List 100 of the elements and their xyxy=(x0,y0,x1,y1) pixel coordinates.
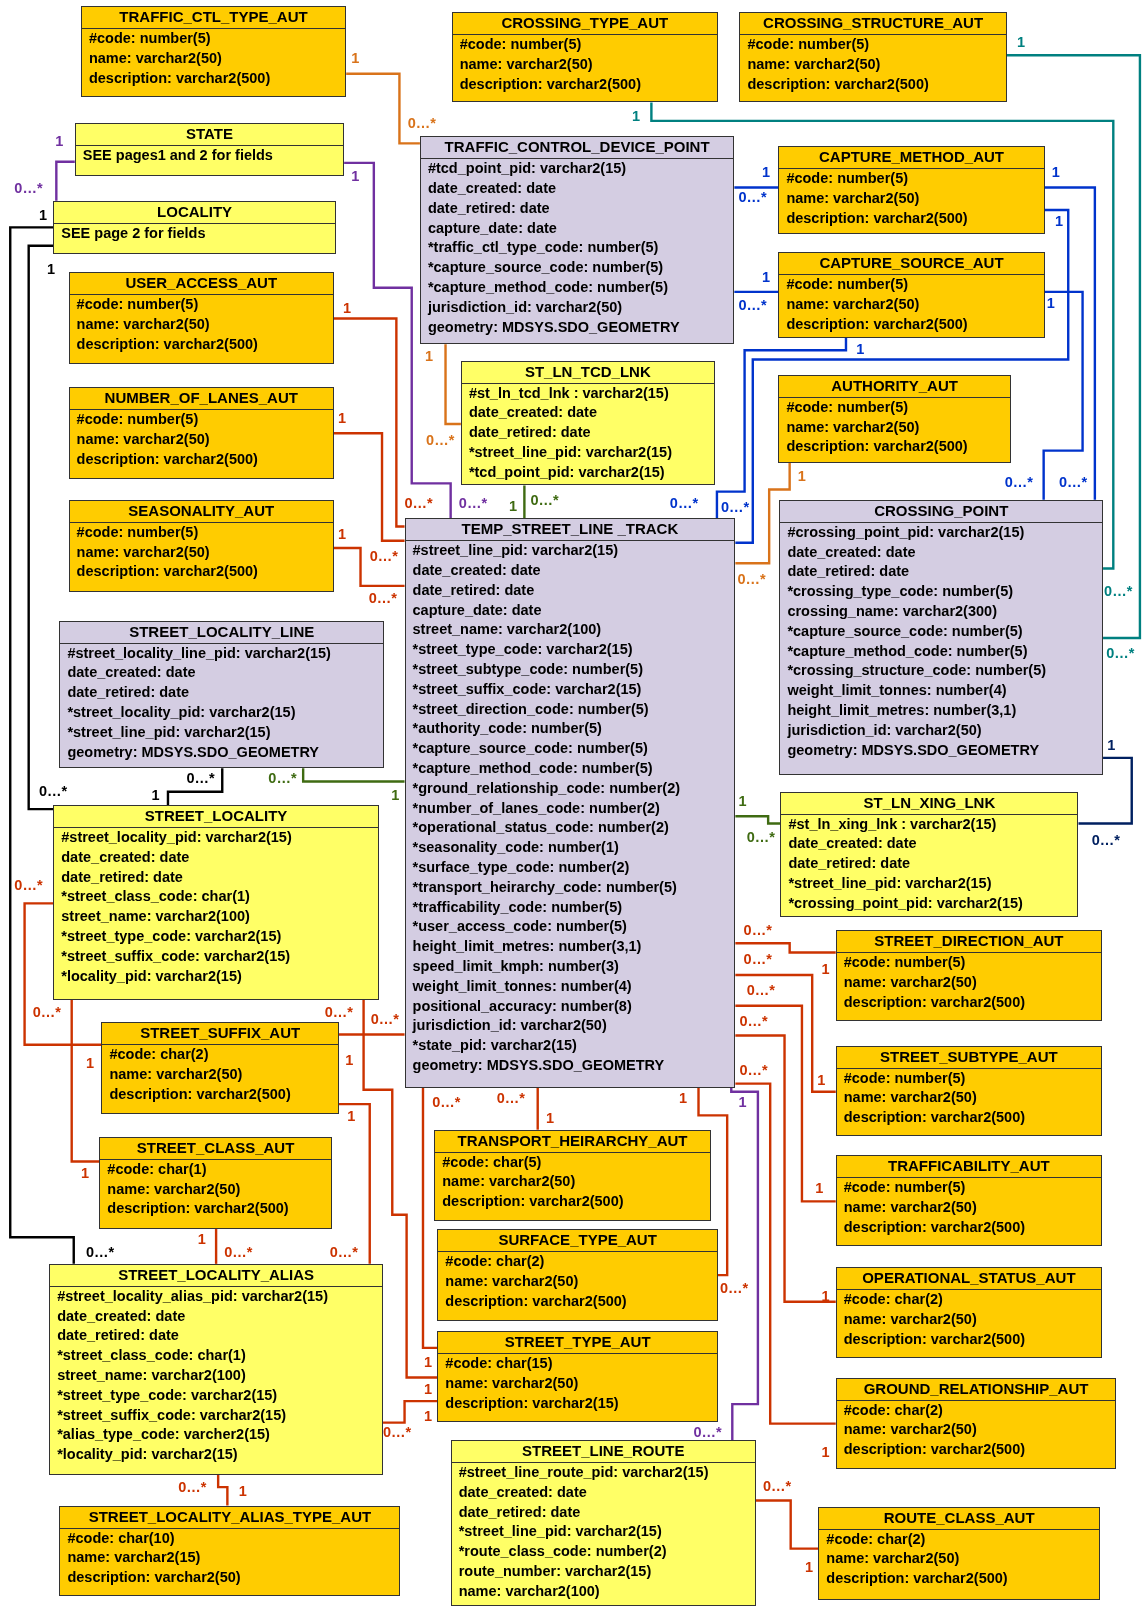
field-text: *street_suffix_code: varchar2(15) xyxy=(60,946,292,966)
table-name: TRANSPORT_HEIRARCHY_AUT xyxy=(435,1130,710,1153)
entity-table xyxy=(59,620,385,769)
entity-table xyxy=(778,146,1045,234)
field-text: geometry: MDSYS.SDO_GEOMETRY xyxy=(66,742,321,762)
field-text: name: varchar2(100) xyxy=(457,1581,601,1601)
field-text: *transport_heirarchy_code: number(5) xyxy=(411,877,678,897)
field-text: jurisdiction_id: varchar2(50) xyxy=(426,297,624,317)
field-text: #st_ln_xing_lnk : varchar2(15) xyxy=(787,814,998,834)
cardinality-label: 1 xyxy=(545,1110,554,1127)
field-text: *user_access_code: number(5) xyxy=(411,917,628,937)
field-text: *crossing_point_pid: varchar2(15) xyxy=(787,893,1024,913)
field-text: date_retired: date xyxy=(56,1326,180,1346)
table-name: CAPTURE_METHOD_AUT xyxy=(779,147,1044,170)
table-name: STREET_LOCALITY xyxy=(54,806,378,828)
entity-table xyxy=(68,272,334,364)
cardinality-label: 0…* xyxy=(746,982,775,999)
relationship-line xyxy=(339,1102,371,1264)
field-text: *authority_code: number(5) xyxy=(411,719,603,739)
entity-table xyxy=(451,12,718,103)
field-text: description: varchar2(15) xyxy=(444,1394,620,1414)
field-text: route_number: varchar2(15) xyxy=(457,1562,653,1581)
cardinality-label: 0…* xyxy=(738,188,767,205)
cardinality-label: 0…* xyxy=(383,1423,412,1440)
relationship-line xyxy=(755,1499,819,1550)
field-text: name: varchar2(50) xyxy=(458,55,594,75)
field-text: SEE pages1 and 2 for fields xyxy=(81,145,274,165)
field-text: #code: char(2) xyxy=(444,1252,546,1272)
field-text: name: varchar2(50) xyxy=(842,1309,978,1329)
field-text: name: varchar2(50) xyxy=(842,1420,978,1440)
entity-table xyxy=(437,1331,718,1422)
field-text: *capture_method_code: number(5) xyxy=(426,278,669,297)
table-name: STREET_LINE_ROUTE xyxy=(451,1441,755,1463)
field-text: date_created: date xyxy=(66,663,197,683)
cardinality-label: 0…* xyxy=(324,1003,353,1020)
field-text: #code: number(5) xyxy=(785,274,910,294)
entity-table xyxy=(780,791,1079,917)
cardinality-label: 1 xyxy=(509,497,518,514)
field-text: *capture_method_code: number(5) xyxy=(786,641,1029,661)
cardinality-label: 0…* xyxy=(329,1243,358,1260)
relationship-line xyxy=(1042,290,1084,500)
entity-table xyxy=(59,1505,401,1596)
cardinality-label: 0…* xyxy=(669,494,699,511)
relationship-line xyxy=(421,1087,438,1350)
relationship-line xyxy=(735,815,781,825)
field-text: name: varchar2(50) xyxy=(75,315,211,335)
relationship-line xyxy=(735,942,836,954)
relationship-line xyxy=(734,186,779,189)
field-text: *surface_type_code: number(2) xyxy=(411,858,631,877)
field-text: name: varchar2(50) xyxy=(106,1179,242,1199)
cardinality-label: 1 xyxy=(424,1380,433,1397)
field-text: *operational_status_code: number(2) xyxy=(411,818,670,838)
field-text: name: varchar2(50) xyxy=(75,429,211,449)
field-text: *capture_method_code: number(5) xyxy=(411,759,654,778)
cardinality-label: 1 xyxy=(391,786,400,803)
entity-table xyxy=(450,1440,756,1606)
cardinality-label: 1 xyxy=(1017,34,1026,50)
entity-table xyxy=(835,1155,1102,1247)
relationship-line xyxy=(301,768,405,783)
cardinality-label: 1 xyxy=(856,341,865,358)
field-text: description: varchar2(50) xyxy=(66,1568,242,1588)
entity-table xyxy=(101,1022,339,1115)
cardinality-label: 0…* xyxy=(743,921,772,938)
entity-table xyxy=(99,1136,332,1229)
entity-table xyxy=(835,1045,1102,1136)
cardinality-label: 1 xyxy=(1107,736,1116,753)
relationship-line xyxy=(1078,756,1133,825)
cardinality-label: 0…* xyxy=(14,876,43,893)
field-text: date_created: date xyxy=(467,403,598,423)
field-text: description: varchar2(500) xyxy=(87,68,272,88)
cardinality-label: 0…* xyxy=(1104,582,1133,599)
field-text: *route_class_code: number(2) xyxy=(457,1542,668,1562)
field-text: #street_locality_line_pid: varchar2(15) xyxy=(66,643,332,663)
field-text: #code: number(5) xyxy=(75,295,200,315)
cardinality-label: 1 xyxy=(337,525,347,542)
field-text: date_retired: date xyxy=(786,562,911,582)
field-text: #code: number(5) xyxy=(785,169,910,189)
entity-table xyxy=(404,518,736,1088)
entity-table xyxy=(835,1377,1117,1469)
field-text: name: varchar2(50) xyxy=(785,417,921,437)
cardinality-label: 1 xyxy=(38,207,47,224)
cardinality-label: 1 xyxy=(197,1231,206,1248)
cardinality-label: 1 xyxy=(821,1287,830,1304)
field-text: *street_type_code: varchar2(15) xyxy=(411,640,634,660)
relationship-line xyxy=(9,226,75,1264)
field-text: date_retired: date xyxy=(66,683,191,703)
field-text: description: varchar2(500) xyxy=(842,1329,1027,1349)
entity-table xyxy=(835,929,1102,1022)
cardinality-label: 1 xyxy=(762,268,771,285)
field-text: date_created: date xyxy=(426,179,558,198)
cardinality-label: 1 xyxy=(738,792,747,809)
table-name: AUTHORITY_AUT xyxy=(779,375,1010,398)
cardinality-label: 1 xyxy=(815,1180,824,1197)
cardinality-label: 0…* xyxy=(1091,831,1120,848)
field-text: description: varchar2(500) xyxy=(842,1440,1027,1460)
field-text: name: varchar2(50) xyxy=(785,189,921,209)
field-text: street_name: varchar2(100) xyxy=(56,1366,247,1386)
field-text: *alias_type_code: varcher2(15) xyxy=(56,1425,271,1445)
field-text: #street_line_route_pid: varchar2(15) xyxy=(457,1463,710,1482)
entity-table xyxy=(80,6,347,98)
